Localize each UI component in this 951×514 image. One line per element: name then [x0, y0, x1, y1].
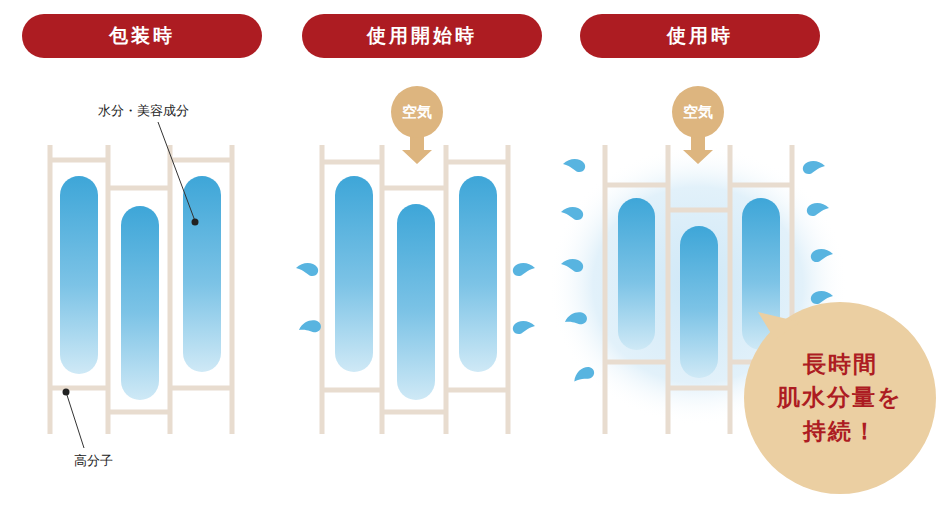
- node-text: 包装時: [109, 23, 175, 49]
- callout-circle: 長時間 肌水分量を 持続！: [744, 302, 936, 494]
- callout-bubble: [744, 302, 936, 494]
- air-circle: 空気: [391, 86, 443, 138]
- air-arrow: [402, 136, 432, 164]
- stage-header: 包装時: [22, 14, 262, 58]
- water-drops: [296, 263, 535, 338]
- moisture-capsules: [60, 176, 221, 400]
- leader-lines: [63, 122, 199, 448]
- node-text: 空気: [683, 103, 713, 122]
- moisture-capsules: [618, 198, 780, 378]
- polymer-frame: [322, 145, 508, 434]
- node-text: 使用開始時: [367, 23, 477, 49]
- node-text: 使用時: [667, 23, 733, 49]
- moisture-capsules: [335, 176, 497, 400]
- node-text: 長時間 肌水分量を 持続！: [775, 348, 905, 448]
- node-text: 空気: [402, 103, 432, 122]
- air-arrow: [683, 136, 713, 164]
- air-circle: 空気: [672, 86, 724, 138]
- part-label: 高分子: [72, 452, 115, 470]
- stage-header: 使用時: [580, 14, 820, 58]
- polymer-frame: [50, 145, 232, 434]
- part-label: 水分・美容成分: [96, 102, 191, 120]
- stage-header: 使用開始時: [302, 14, 542, 58]
